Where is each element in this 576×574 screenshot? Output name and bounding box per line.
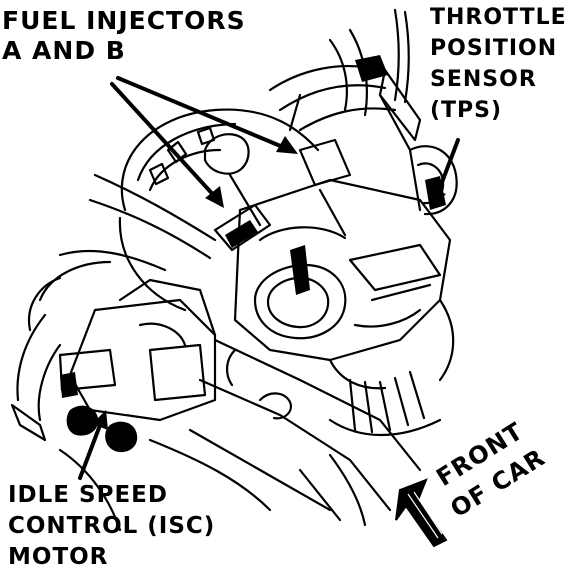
tps-arrowhead (428, 188, 446, 208)
fuel-injector-b-leader (110, 82, 220, 202)
isc-arrowhead (92, 410, 108, 430)
fuel-injector-a-arrowhead (276, 136, 298, 154)
isc-leader (78, 418, 104, 480)
isc-line-2: CONTROL (ISC) (8, 513, 216, 539)
front-arrow-icon (395, 478, 448, 548)
tps-leader (434, 138, 460, 200)
fuel-injectors-label: FUEL INJECTORS A AND B (2, 6, 246, 66)
tps-line-4: (TPS) (430, 98, 503, 123)
throttle-position-sensor-label: THROTTLE POSITION SENSOR (TPS) (430, 2, 567, 126)
fuel-injector-b-arrowhead (205, 186, 224, 208)
tps-line-3: SENSOR (430, 67, 537, 92)
leader-lines (78, 76, 460, 480)
isc-line-3: MOTOR (8, 544, 109, 570)
throttle-body-linework (10, 8, 458, 532)
isc-line-1: IDLE SPEED (8, 482, 168, 508)
tps-line-2: POSITION (430, 36, 558, 61)
fuel-injector-a-leader (116, 76, 292, 152)
idle-speed-control-label: IDLE SPEED CONTROL (ISC) MOTOR (8, 480, 215, 573)
shaded-parts (60, 55, 446, 453)
fuel-injectors-line-2: A AND B (2, 36, 126, 65)
fuel-injectors-line-1: FUEL INJECTORS (2, 6, 246, 35)
tps-line-1: THROTTLE (430, 5, 567, 30)
